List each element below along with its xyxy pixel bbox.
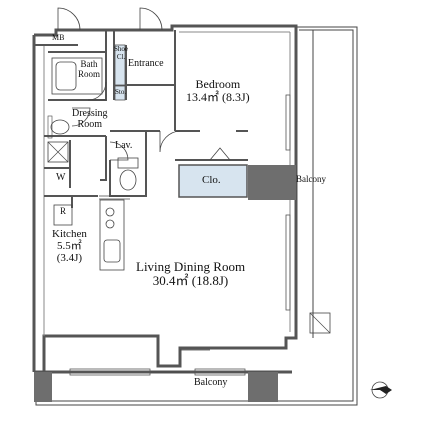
washbasin-icon: [50, 119, 70, 135]
stove-icon: [105, 207, 115, 217]
shoe-closet-label: Shoe Cl.: [114, 45, 128, 61]
refrigerator-label: R: [60, 206, 67, 216]
bedroom-label: Bedroom 13.4㎡ (8.3J): [186, 77, 250, 105]
bathtub-icon: [51, 57, 103, 95]
living-dining-label: Living Dining Room 30.4㎡ (18.8J): [136, 259, 246, 289]
storage-fill: [114, 85, 126, 101]
windows: [69, 94, 291, 376]
washer-label: W: [56, 172, 66, 183]
closet-fill: [178, 164, 248, 198]
door-swing: [57, 7, 231, 161]
toilet-icon: [117, 157, 139, 191]
storage-label: Sto.: [115, 88, 127, 96]
kitchen-label: Kitchen 5.5㎡ (3.4J): [52, 228, 87, 265]
entrance-label: Entrance: [128, 58, 164, 69]
bath-room-label: Bath Room: [78, 59, 101, 79]
balcony-south-label: Balcony: [194, 377, 228, 388]
kitchen-counter: [99, 199, 125, 271]
refrigerator-box: [53, 204, 73, 226]
sliding-doors: [99, 195, 210, 373]
shoe-closet-fill: [114, 44, 126, 86]
closet-label: Clo.: [202, 174, 221, 186]
dressing-room-label: Dressing Room: [72, 108, 108, 130]
sink-icon: [103, 239, 121, 263]
washer-box: [47, 141, 69, 163]
lavatory-label: Lav.: [115, 140, 133, 151]
balcony-east-label: Balcony: [296, 174, 326, 184]
drain-icon: [309, 312, 331, 334]
mb-label: MB: [52, 33, 65, 42]
compass-icon: [370, 381, 392, 399]
structural-columns: [34, 165, 296, 402]
